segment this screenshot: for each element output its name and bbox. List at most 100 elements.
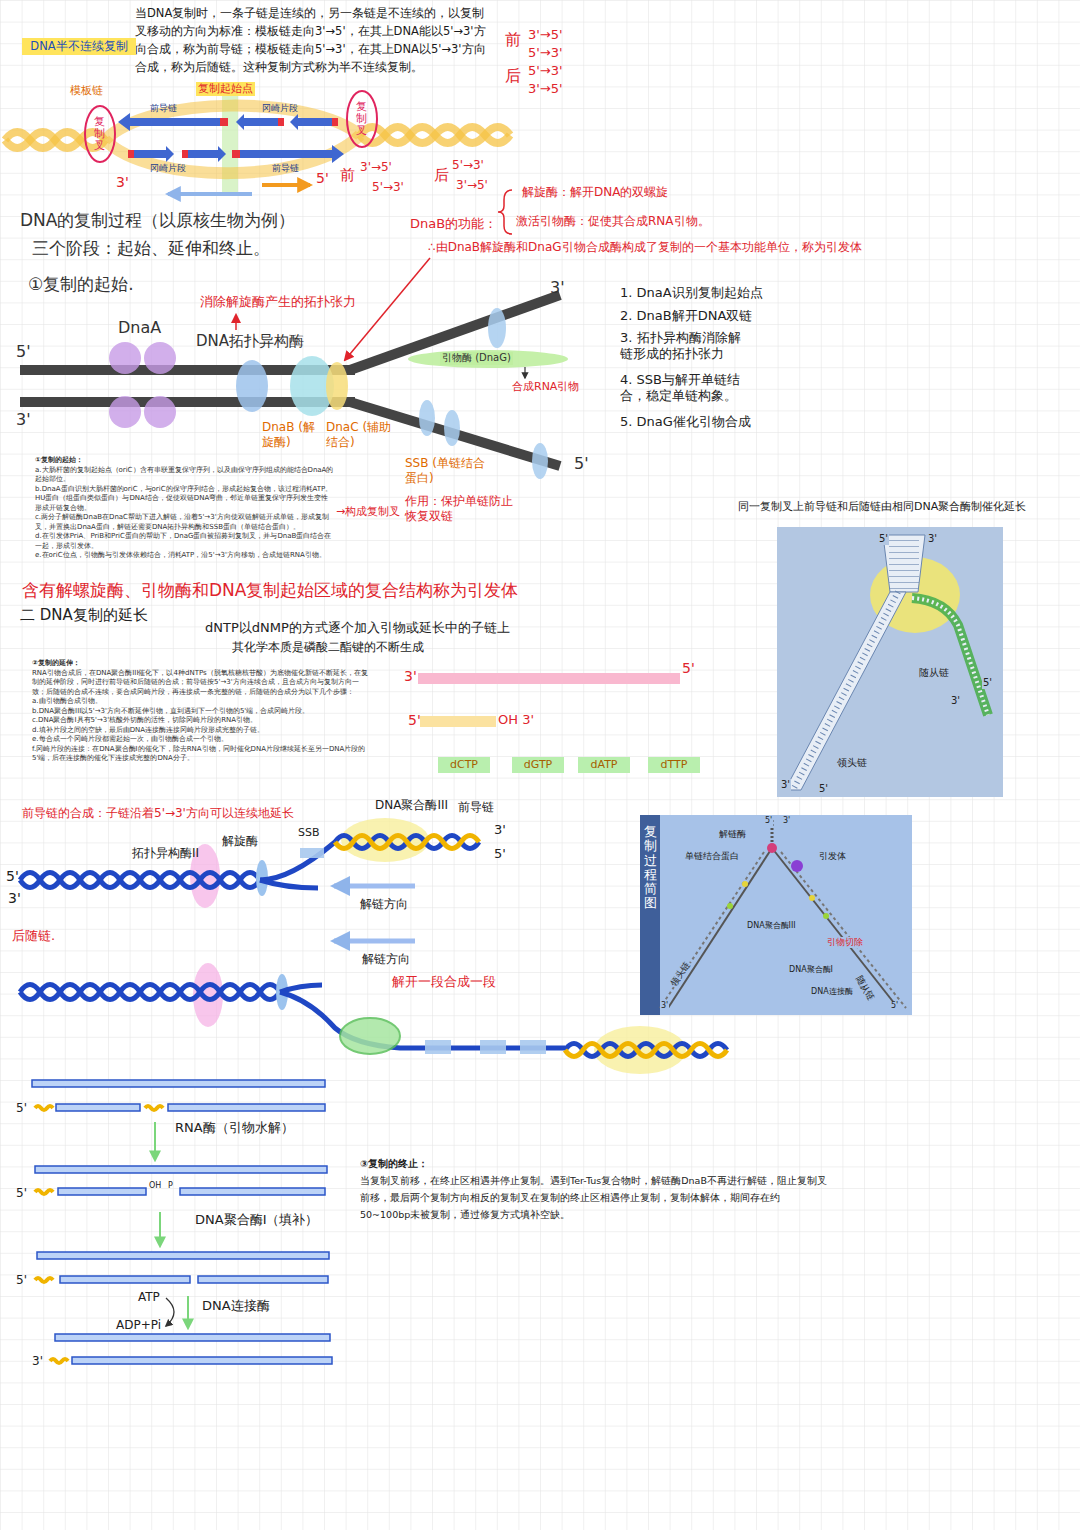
okazaki-steps: [166, 1298, 174, 1326]
dna-helix: [280, 985, 322, 992]
text-block: ①复制的起始：a.大肠杆菌的复制起始点（oriC）含有串联重复保守序列，以及由保…: [35, 456, 335, 561]
annotation-text: 解链方向: [362, 952, 410, 967]
section-heading: ②复制的延伸：: [32, 659, 372, 669]
okazaki-steps: [159, 1212, 161, 1246]
annotation-text: 3'→5': [528, 81, 563, 97]
paragraph-text: b.DnaA蛋白识别大肠杆菌的oriC，与oriC的保守序列结合，形成起始复合物…: [35, 485, 335, 514]
panel-label: 引发体: [818, 851, 847, 862]
annotation-text: 前: [340, 166, 355, 185]
annotation-text: 3': [116, 174, 129, 192]
dna-helix: [340, 1018, 400, 1054]
text-block: ②复制的延伸：RNA引物合成后，在DNA聚合酶III催化下，以4种dNTPs（脱…: [32, 659, 372, 764]
panel-label: 5': [890, 1001, 899, 1011]
okazaki-steps: [187, 1296, 189, 1328]
photo-panel: 5'3'随从链5'3'领头链3'5': [777, 527, 1003, 797]
annotation-text: DNA拓扑异构酶: [196, 332, 304, 351]
photo-illustration: [889, 540, 919, 590]
dna-helix: [565, 1044, 727, 1057]
annotation-text: 5'→3': [372, 180, 404, 195]
annotation-text: 解开一段合成一段: [392, 974, 496, 990]
annotation-text: 当DNA复制时，一条子链是连续的，另一条链是不连续的，以复制叉移动的方向为标准：…: [135, 4, 495, 76]
photo-illustration: [791, 860, 803, 872]
annotation-text: DnaB的功能：: [410, 216, 497, 232]
annotation-text: 4. SSB与解开单链结合，稳定单链构象。: [620, 372, 750, 405]
annotation-text: 前导链: [150, 103, 177, 114]
annotation-text: 拓扑异构酶II: [132, 846, 199, 861]
panel-label: DNA聚合酶III: [746, 921, 797, 931]
panel-label: 5': [982, 677, 993, 689]
photo-illustration: [727, 903, 733, 909]
annotation-text: →构成复制叉: [336, 505, 400, 519]
replication-fork: [109, 342, 141, 374]
photo-illustration: [781, 852, 906, 1008]
panel-label: 3': [780, 779, 791, 791]
panel-label: DNA连接酶: [810, 987, 854, 997]
panel-label: 5': [818, 783, 829, 795]
replication-bubble: [5, 132, 105, 148]
photo-illustration: [640, 815, 660, 1015]
paragraph-text: c.两分子解链酶DnaB在DnaC帮助下进入解链，沿着5'→3'方向使双链解链开…: [35, 513, 335, 532]
replication-fork: [235, 315, 237, 330]
okazaki-steps: [72, 1357, 332, 1364]
panel-label: 3': [782, 816, 791, 826]
section-heading: ①复制的起始：: [35, 456, 335, 466]
replication-bubble: [332, 145, 344, 163]
dntp-box: dTTP: [648, 757, 700, 773]
text-block: ③复制的终止：当复制叉前移，在终止区相遇并停止复制。遇到Ter-Tus复合物时，…: [360, 1155, 830, 1223]
annotation-text: 1. DnaA识别复制起始点: [620, 285, 763, 301]
box-text: dATP: [586, 758, 622, 772]
okazaki-steps: [35, 1278, 53, 1282]
replication-bubble: [240, 150, 332, 158]
annotation-text: 3. 拓扑异构酶消除解链形成的拓扑张力: [620, 330, 750, 363]
annotation-text: ①复制的起始.: [28, 274, 134, 295]
annotation-text: 5': [16, 1101, 27, 1116]
dna-helix: [334, 939, 415, 944]
annotation-text: 解旋酶: [222, 834, 258, 849]
annotation-text: 3'→5': [360, 160, 392, 175]
dna-helix: [20, 985, 280, 1000]
dna-helix: [20, 873, 260, 888]
okazaki-steps: [60, 1276, 190, 1283]
replication-bubble: [188, 150, 218, 158]
annotation-text: 前导链的合成：子链沿着5'→3'方向可以连续地延长: [22, 806, 294, 821]
annotation-text: 3': [16, 410, 31, 430]
photo-illustration: [640, 527, 1003, 1015]
replication-fork: [236, 360, 268, 412]
dntp-box: dATP: [578, 757, 630, 773]
replication-bubble: [168, 192, 252, 196]
annotation-text: 5': [408, 712, 421, 730]
annotation-text: 复制叉: [94, 116, 105, 152]
annotation-text: 5': [574, 454, 589, 474]
dna-helix: [300, 848, 324, 858]
annotation-text: 同一复制叉上前导链和后随链由相同DNA聚合酶制催化延长: [738, 500, 1026, 514]
replication-bubble: [105, 106, 360, 140]
replication-bubble: [347, 91, 377, 147]
paragraph-text: 当复制叉前移，在终止区相遇并停止复制。遇到Ter-Tus复合物时，解链酶DnaB…: [360, 1172, 830, 1223]
dna-helix: [335, 836, 479, 849]
box-text: dGTP: [520, 758, 556, 772]
annotation-text: 解旋酶：解开DNA的双螺旋: [522, 185, 668, 200]
annotation-text: DNA连接酶: [202, 1298, 270, 1314]
annotation-text: ∴由DnaB解旋酶和DnaG引物合成酶构成了复制的一个基本功能单位，称为引发体: [428, 240, 862, 255]
annotation-text: 5'→3': [528, 45, 563, 61]
replication-fork: [419, 400, 435, 436]
annotation-text: DNA聚合酶III: [375, 798, 448, 813]
box-text: dTTP: [656, 758, 692, 772]
okazaki-steps: [37, 1252, 329, 1259]
paragraph-text: e.在oriC位点，引物酶与引发体依赖结合，消耗ATP，沿5'→3'方向移动，合…: [35, 551, 335, 561]
dna-helix: [280, 992, 565, 1048]
replication-bubble: [128, 150, 134, 158]
panel-label: 复制过程简图: [644, 825, 657, 911]
annotation-text: 冈崎片段: [262, 103, 298, 114]
replication-bubble: [134, 150, 166, 158]
replication-bubble: [290, 114, 298, 130]
panel-label: 3': [950, 695, 961, 707]
replication-bubble: [236, 114, 244, 130]
annotation-text: OH: [149, 1181, 161, 1191]
okazaki-steps: [35, 1106, 53, 1110]
annotation-text: ADP+Pi: [116, 1318, 161, 1333]
annotation-text: 激活引物酶：促使其合成RNA引物。: [516, 214, 710, 229]
